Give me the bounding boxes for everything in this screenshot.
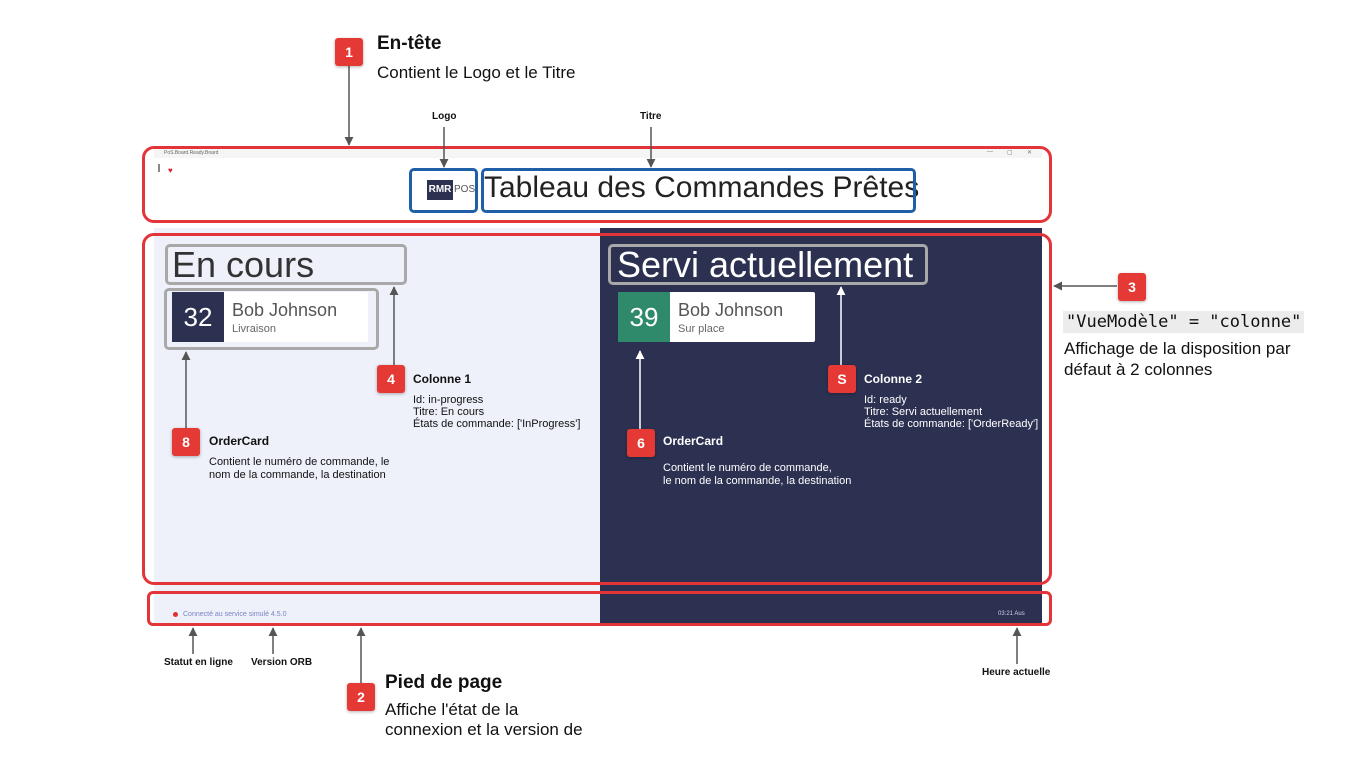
column-ready: Servi actuellement 39 Bob Johnson Sur pl… xyxy=(600,228,1042,626)
annotation-orb-version: Version ORB xyxy=(251,657,313,668)
column2-title-outline xyxy=(608,244,928,285)
order-name: Bob Johnson xyxy=(678,300,784,320)
annotation-column2-line1: Id: ready xyxy=(864,394,907,406)
current-time: 03:21 Aus xyxy=(998,611,1025,617)
app-window: PoS.Board.Ready.Board — ▢ ✕ ♥ RMR POS Ta… xyxy=(154,148,1042,626)
annotation-ordercard-left-title: OrderCard xyxy=(209,434,270,448)
logo-suffix: POS xyxy=(454,184,476,195)
annotation-header-text: Contient le Logo et le Titre xyxy=(377,63,576,82)
annotation-online-status: Statut en ligne xyxy=(164,657,233,668)
column-title: Servi actuellement xyxy=(617,244,914,285)
annotation-column1-line1: Id: in-progress xyxy=(413,394,484,406)
annotation-ordercard-left-line1: Contient le numéro de commande, le xyxy=(209,456,390,468)
annotation-column1-title: Colonne 1 xyxy=(413,372,472,386)
ordercard-left-outline xyxy=(164,288,379,350)
annotation-footer-title: Pied de page xyxy=(385,672,503,693)
annotation-footer-line1: Affiche l'état de la xyxy=(385,700,519,719)
annotation-header-title: En-tête xyxy=(377,33,442,54)
order-number: 39 xyxy=(618,292,670,342)
annotation-layout-code: "VueModèle" = "colonne" xyxy=(1063,311,1305,333)
logo-outline xyxy=(409,168,478,213)
window-title: PoS.Board.Ready.Board xyxy=(164,150,219,156)
order-card[interactable]: 39 Bob Johnson Sur place xyxy=(618,292,815,342)
annotation-column1-line3: États de commande: ['InProgress'] xyxy=(413,418,581,430)
window-titlebar: PoS.Board.Ready.Board — ▢ ✕ xyxy=(154,148,1042,158)
annotation-ordercard-right-title: OrderCard xyxy=(663,434,724,448)
badge-5: S xyxy=(828,365,856,393)
app-title: Tableau des Commandes Prêtes xyxy=(484,171,920,204)
menu-handle-icon[interactable] xyxy=(158,164,160,172)
annotation-ordercard-right-line1: Contient le numéro de commande, xyxy=(663,462,832,474)
annotation-column1-line2: Titre: En cours xyxy=(413,406,485,418)
annotation-layout-line1: Affichage de la disposition par xyxy=(1064,339,1291,358)
annotation-logo-label: Logo xyxy=(432,111,457,122)
connection-status: Connecté au service simulé 4.5.0 xyxy=(183,611,287,618)
annotation-column2-line2: Titre: Servi actuellement xyxy=(864,406,983,418)
annotation-footer-line2: connexion et la version de xyxy=(385,720,583,739)
badge-4: 4 xyxy=(377,365,405,393)
badge-6: 6 xyxy=(627,429,655,457)
logo-mark: RMR xyxy=(427,180,453,200)
maximize-button[interactable]: ▢ xyxy=(1007,150,1013,156)
order-destination: Livraison xyxy=(232,323,277,335)
annotation-column2-title: Colonne 2 xyxy=(864,372,923,386)
badge-2: 2 xyxy=(347,683,375,711)
badge-8: 8 xyxy=(172,428,200,456)
layout-outline xyxy=(142,233,1052,585)
order-name: Bob Johnson xyxy=(232,300,338,320)
annotation-ordercard-left-line2: nom de la commande, la destination xyxy=(209,469,386,481)
badge-1: 1 xyxy=(335,38,363,66)
annotation-title-label: Titre xyxy=(640,111,662,122)
order-number: 32 xyxy=(172,292,224,342)
column1-title-outline xyxy=(165,244,407,285)
annotation-current-time: Heure actuelle xyxy=(982,667,1051,678)
column-title: En cours xyxy=(172,244,315,285)
close-button[interactable]: ✕ xyxy=(1027,150,1033,156)
minimize-button[interactable]: — xyxy=(987,149,993,155)
title-outline xyxy=(481,168,916,213)
footer-outline xyxy=(147,591,1052,626)
annotation-layout-line2: défaut à 2 colonnes xyxy=(1064,360,1213,379)
annotation-column2-line3: États de commande: ['OrderReady'] xyxy=(864,418,1039,430)
heart-icon: ♥ xyxy=(168,166,173,175)
order-card[interactable]: 32 Bob Johnson Livraison xyxy=(172,292,368,342)
annotation-ordercard-right-line2: le nom de la commande, la destination xyxy=(663,475,852,487)
badge-3: 3 xyxy=(1118,273,1146,301)
online-status-dot xyxy=(173,612,178,617)
header-outline xyxy=(142,146,1052,223)
order-destination: Sur place xyxy=(678,323,725,335)
